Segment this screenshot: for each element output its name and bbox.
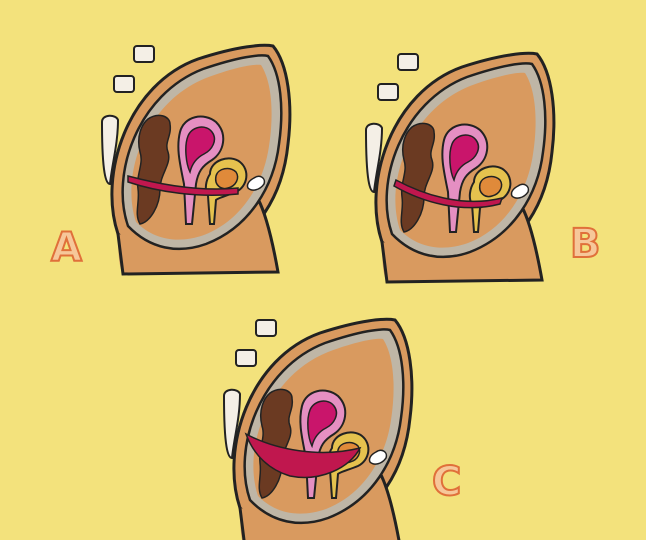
panel-label-c: C (432, 462, 461, 502)
panel-b (366, 53, 554, 282)
panel-a (102, 45, 290, 274)
panel-label-a: A (51, 228, 82, 268)
panel-label-b: B (570, 224, 601, 264)
panel-c (224, 319, 412, 540)
